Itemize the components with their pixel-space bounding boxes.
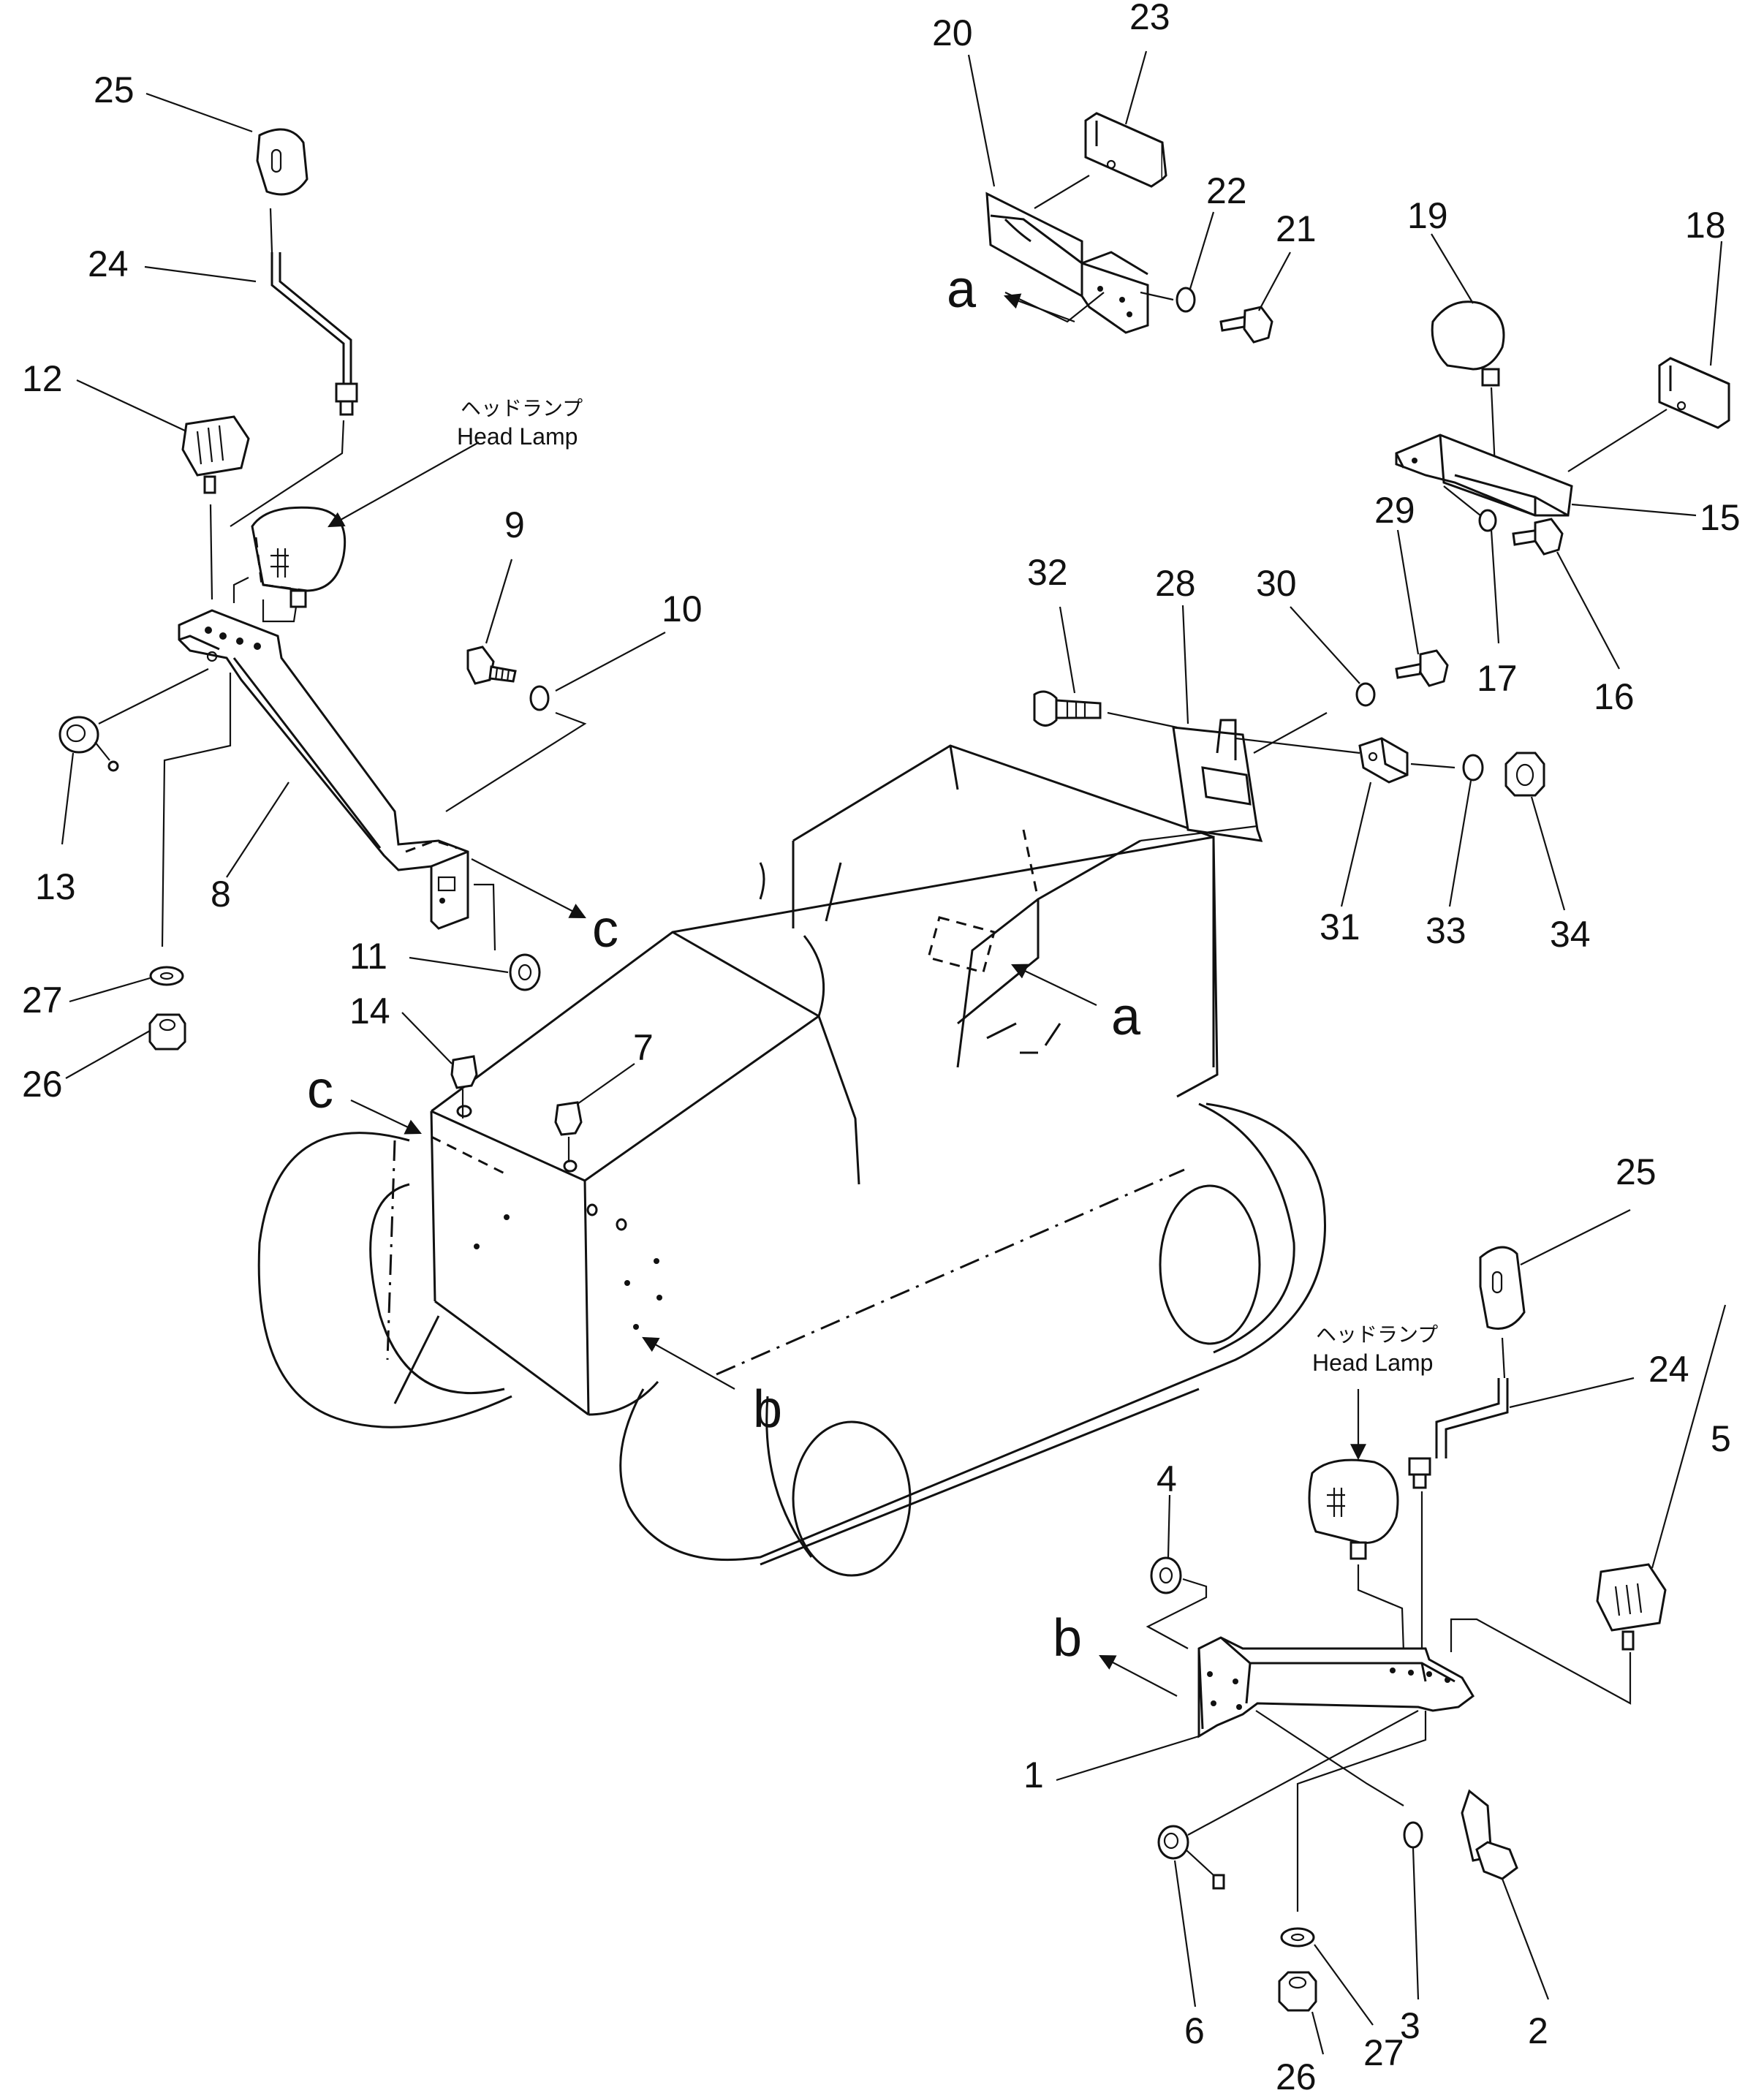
callout: 14 (349, 991, 390, 1032)
bracket-arm-icon (178, 609, 469, 930)
head-lamp-icon (251, 506, 347, 608)
backup-alarm-assembly (1033, 649, 1545, 842)
head-lamp-label-left: ヘッドランプ Head Lamp (457, 396, 583, 450)
callout: 27 (1363, 2032, 1404, 2073)
callout: 22 (1206, 170, 1247, 211)
rubber-pad-icon (1658, 357, 1730, 429)
callout: 24 (1648, 1349, 1689, 1390)
left-lamp-bracket-assembly (58, 128, 587, 1162)
view-arrows (328, 293, 1366, 1697)
head-lamp-label-en: Head Lamp (457, 423, 578, 450)
callout-numbers: 25 24 12 13 8 27 26 9 10 11 14 7 20 23 2… (22, 0, 1741, 2093)
view-letter-a: a (1111, 988, 1141, 1046)
top-support-assembly (985, 112, 1273, 344)
view-letter-c: c (307, 1061, 333, 1119)
callout: 7 (633, 1027, 654, 1068)
callout: 12 (22, 358, 63, 399)
plug-icon (554, 1101, 583, 1136)
washer-icon (1280, 1927, 1315, 1948)
support-bracket-icon (985, 192, 1149, 334)
head-lamp-label-right: ヘッドランプ Head Lamp (1312, 1322, 1438, 1376)
clearance-lamp-icon (58, 716, 119, 772)
view-letters: a a b b c c (307, 260, 1141, 1668)
callout: 15 (1700, 497, 1741, 538)
callout: 29 (1374, 490, 1415, 531)
callout: 31 (1320, 907, 1360, 947)
head-lamp-label-en: Head Lamp (1312, 1350, 1433, 1376)
callout: 26 (22, 1064, 63, 1105)
callout: 5 (1711, 1418, 1731, 1459)
washer-icon (149, 966, 184, 986)
mounting-plate-icon (1172, 719, 1263, 842)
callout: 21 (1276, 208, 1317, 249)
view-letter-c: c (592, 900, 618, 958)
bolt-icon (1395, 649, 1449, 687)
plug-icon (450, 1055, 478, 1089)
view-letter-b: b (753, 1380, 782, 1439)
lock-washer-icon (1403, 1821, 1423, 1849)
clearance-lamp-icon (1157, 1825, 1225, 1890)
view-letter-a: a (947, 260, 977, 319)
callout: 1 (1023, 1755, 1044, 1795)
mirror-icon (1479, 1246, 1526, 1330)
rubber-pad-icon (1084, 112, 1167, 188)
view-letter-b: b (1053, 1609, 1082, 1668)
right-lamp-bracket-assembly (1146, 1246, 1667, 2012)
callout: 33 (1426, 910, 1466, 951)
callout: 30 (1256, 563, 1297, 604)
lock-washer-icon (1176, 287, 1196, 313)
callout: 23 (1129, 0, 1170, 37)
bolt-icon (1033, 690, 1102, 727)
nut-icon (1278, 1971, 1317, 2012)
head-lamp-label-jp: ヘッドランプ (461, 396, 583, 420)
lock-washer-icon (1478, 509, 1497, 532)
callout: 28 (1155, 563, 1196, 604)
bolt-icon (466, 646, 517, 685)
callout: 20 (932, 12, 973, 53)
callout: 16 (1594, 676, 1635, 717)
callout: 11 (349, 936, 387, 977)
nut-icon (148, 1013, 186, 1051)
callout: 2 (1528, 2010, 1548, 2051)
washer-icon (509, 953, 541, 991)
knob-icon (1431, 300, 1505, 387)
bolt-icon (1461, 1789, 1518, 1880)
support-bracket-icon (1395, 434, 1573, 517)
callout: 32 (1027, 552, 1068, 593)
head-lamp-label-jp: ヘッドランプ (1316, 1322, 1438, 1347)
callout: 18 (1685, 205, 1726, 246)
callout: 9 (504, 504, 525, 545)
callout: 25 (1616, 1151, 1657, 1192)
callout: 3 (1400, 2005, 1420, 2046)
side-lamp-icon (181, 415, 250, 494)
lock-washer-icon (529, 685, 550, 711)
right-support-assembly (1395, 300, 1730, 556)
bolt-icon (1512, 518, 1564, 556)
callout: 19 (1407, 195, 1448, 236)
callout: 34 (1550, 914, 1591, 955)
machine-body (257, 744, 1326, 1577)
backup-alarm-icon (1358, 737, 1409, 784)
bracket-arm-icon (1197, 1636, 1475, 1738)
callout: 24 (88, 243, 129, 284)
callout: 17 (1477, 658, 1518, 699)
side-lamp-icon (1596, 1563, 1667, 1651)
callout: 6 (1184, 2010, 1205, 2051)
callout: 8 (211, 874, 231, 915)
lock-washer-icon (1462, 754, 1484, 781)
bolt-icon (1219, 306, 1273, 344)
mirror-icon (256, 128, 308, 196)
callout: 13 (35, 866, 76, 907)
head-lamp-icon (1308, 1458, 1399, 1560)
nut-icon (1504, 752, 1545, 797)
callout: 25 (94, 69, 135, 110)
callout: 10 (662, 588, 703, 629)
washer-icon (1150, 1556, 1182, 1594)
lock-washer-icon (1355, 682, 1376, 707)
callout: 4 (1157, 1458, 1177, 1499)
callout: 27 (22, 980, 63, 1021)
leader-lines (61, 50, 1727, 2055)
callout: 26 (1276, 2056, 1317, 2093)
